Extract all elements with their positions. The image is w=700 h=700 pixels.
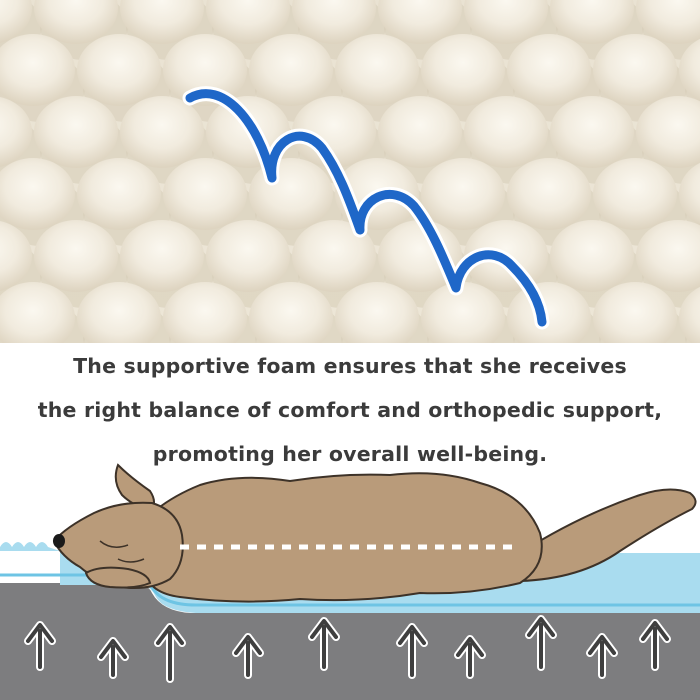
support-arrows (24, 615, 671, 683)
support-arrow-icon (26, 623, 54, 669)
support-arrow-icon (99, 639, 127, 677)
support-arrow-icon (588, 635, 616, 677)
nose-icon (53, 534, 65, 548)
caption-line-2: the right balance of comfort and orthope… (37, 398, 663, 422)
foam-texture-photo (0, 0, 700, 343)
support-arrow-icon (310, 619, 338, 669)
support-arrow-icon (641, 621, 669, 669)
support-arrow-icon (156, 625, 184, 681)
dog-bed-illustration (0, 455, 700, 700)
caption-line-1: The supportive foam ensures that she rec… (73, 354, 627, 378)
support-arrow-icon (398, 625, 426, 677)
caption-text: The supportive foam ensures that she rec… (0, 343, 700, 476)
caption-line-3: promoting her overall well-being. (152, 442, 548, 466)
support-arrow-icon (527, 617, 555, 669)
support-arrow-icon (456, 637, 484, 677)
support-arrow-icon (234, 635, 262, 677)
dog-illustration (52, 463, 697, 603)
base-foam-layer (0, 583, 700, 700)
